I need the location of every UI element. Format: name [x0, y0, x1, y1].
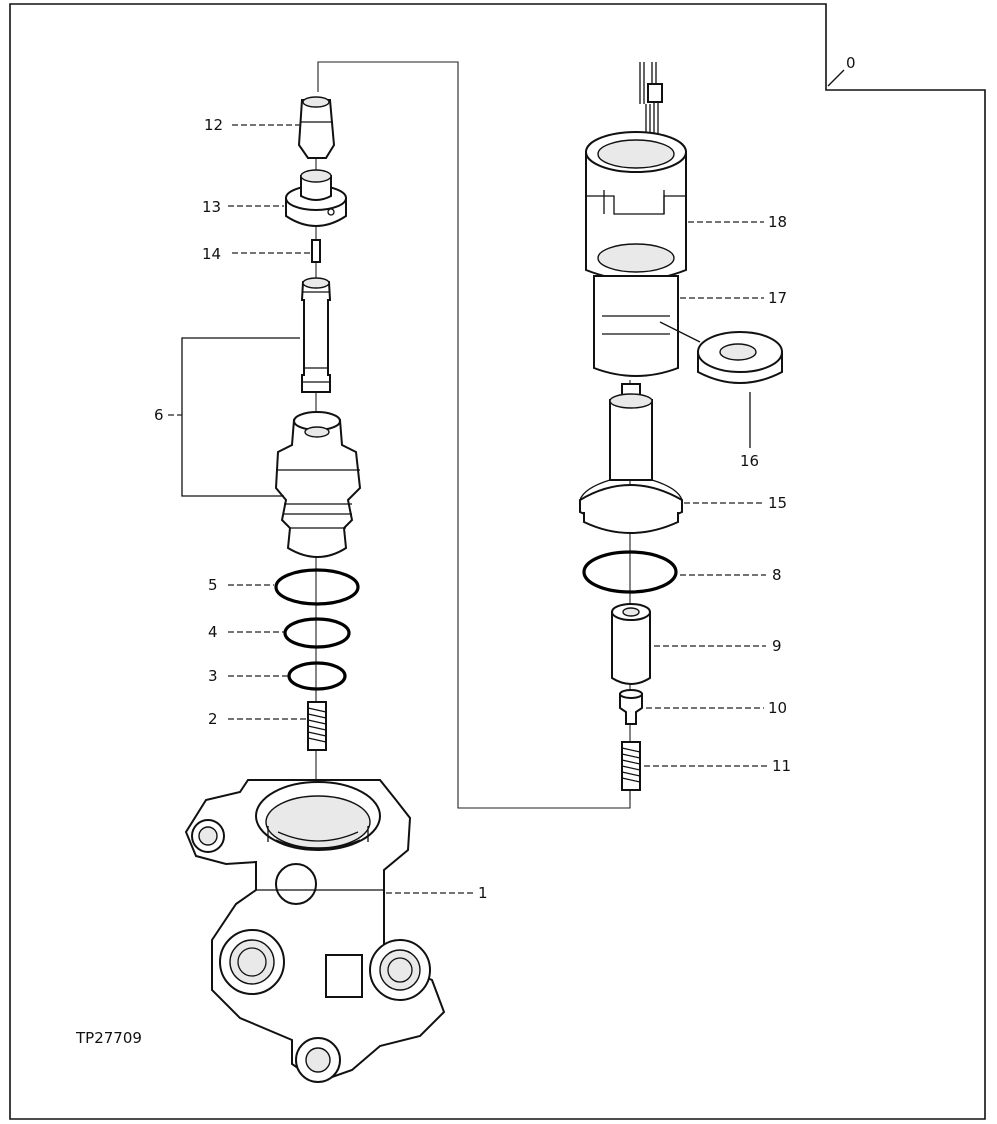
callout-15: 15: [768, 494, 787, 512]
diagram-border: [9, 3, 986, 1120]
callout-4: 4: [208, 623, 218, 641]
part-5-o-ring: [274, 568, 360, 606]
part-16-washer: [697, 331, 783, 384]
callout-0: 0: [846, 54, 856, 72]
part-1-valve-housing: [184, 779, 446, 1084]
part-11-spring: [621, 741, 641, 791]
part-14-pin: [311, 239, 321, 263]
part-2-spring: [307, 701, 327, 751]
part-16-leader: [659, 321, 701, 343]
callout-9: 9: [772, 637, 782, 655]
callout-14: 14: [202, 245, 221, 263]
part-18-solenoid-housing: [585, 131, 687, 281]
callout-17: 17: [768, 289, 787, 307]
callout-0-leader: [827, 69, 845, 87]
callout-18: 18: [768, 213, 787, 231]
part-3-o-ring: [287, 661, 347, 691]
callout-5: 5: [208, 576, 218, 594]
assembly-connector-line: [317, 61, 631, 809]
part-17-coil-body: [593, 275, 679, 377]
callout-16: 16: [740, 452, 759, 470]
part-4-o-ring: [283, 617, 351, 649]
callout-6: 6: [154, 406, 164, 424]
part-9-sleeve: [611, 603, 651, 685]
callout-2: 2: [208, 710, 218, 728]
part-8-o-ring: [582, 550, 678, 594]
part-15-armature: [579, 383, 683, 534]
figure-id: TP27709: [75, 1029, 142, 1047]
part-6-valve-housing: [274, 411, 362, 558]
callout-12: 12: [204, 116, 223, 134]
part-13-flange: [285, 169, 347, 227]
part-6-spool: [300, 277, 332, 393]
callout-1: 1: [478, 884, 488, 902]
callout-3: 3: [208, 667, 218, 685]
part-10-poppet: [619, 689, 643, 725]
callout-11: 11: [772, 757, 791, 775]
part-6-bracket: [181, 337, 300, 497]
callout-8: 8: [772, 566, 782, 584]
callout-10: 10: [768, 699, 787, 717]
part-12-sleeve: [297, 96, 336, 159]
callout-13: 13: [202, 198, 221, 216]
